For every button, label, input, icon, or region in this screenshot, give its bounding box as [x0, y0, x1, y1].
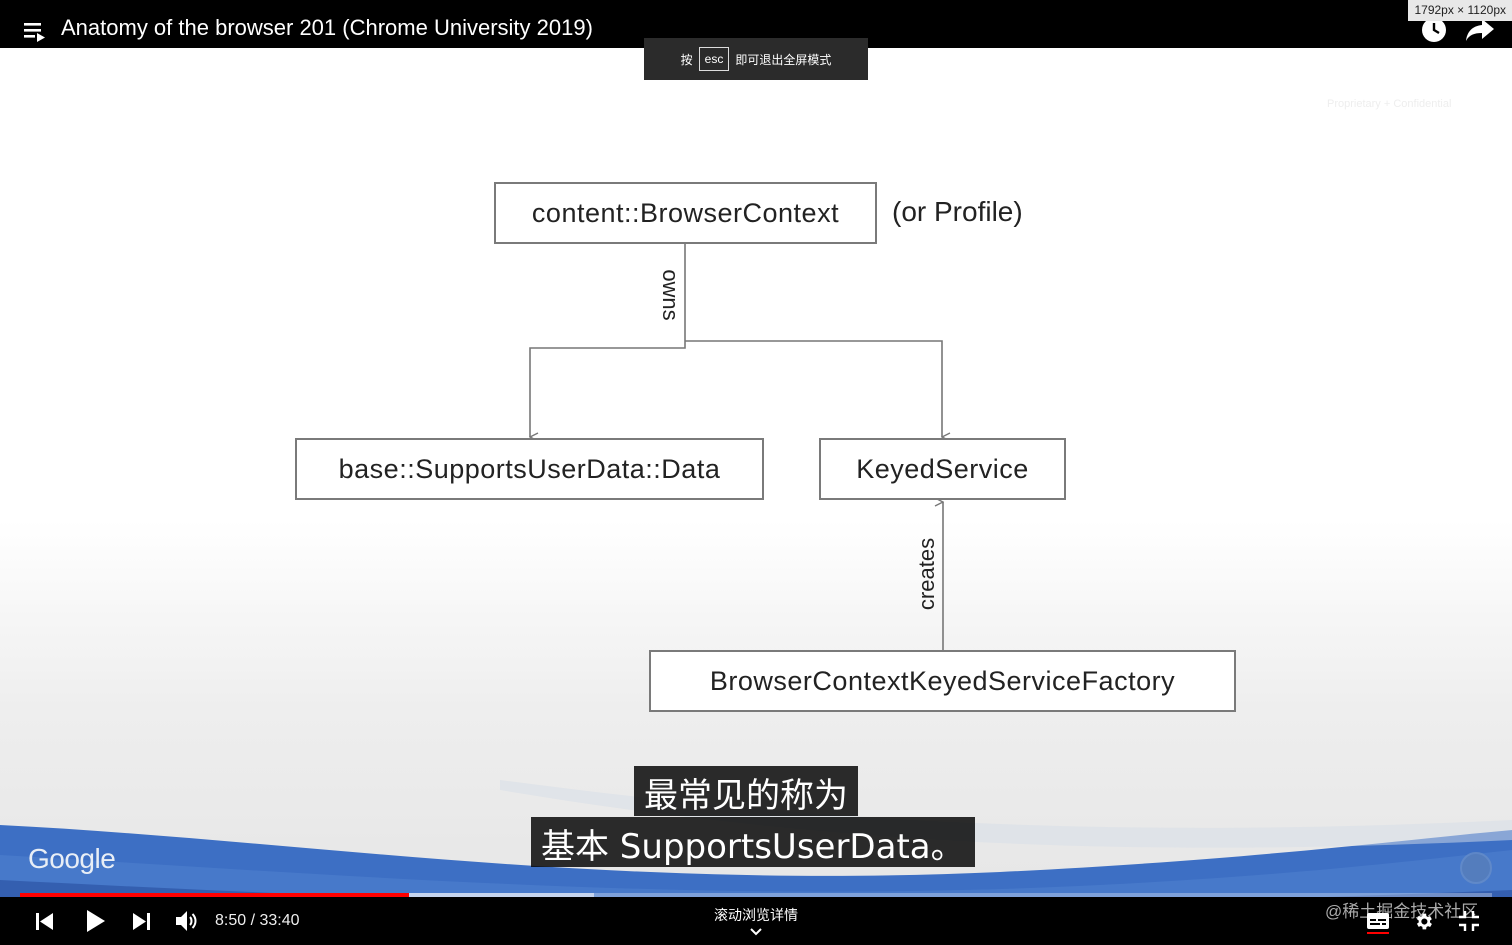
toast-prefix: 按 — [680, 52, 693, 67]
edge-owns-left — [530, 243, 686, 437]
time-display: 8:50 / 33:40 — [215, 912, 300, 929]
share-icon[interactable] — [1465, 18, 1495, 42]
next-icon[interactable] — [133, 913, 151, 930]
esc-key-badge: esc — [698, 47, 730, 71]
playlist-icon[interactable] — [24, 22, 46, 42]
play-icon[interactable] — [86, 910, 106, 932]
diagram-side-note: (or Profile) — [892, 196, 1023, 227]
chevron-down-icon[interactable] — [749, 927, 763, 937]
edge-label-owns: owns — [658, 269, 683, 321]
progress-bar[interactable] — [20, 893, 1492, 897]
progress-played — [20, 893, 409, 897]
scroll-for-details-label[interactable]: 滚动浏览详情 — [714, 907, 798, 923]
video-title[interactable]: Anatomy of the browser 201 (Chrome Unive… — [61, 15, 593, 40]
settings-gear-icon[interactable] — [1413, 911, 1434, 932]
fullscreen-exit-toast: 按 esc 即可退出全屏模式 — [644, 38, 868, 80]
watch-later-icon[interactable] — [1421, 17, 1447, 43]
toast-suffix: 即可退出全屏模式 — [735, 52, 832, 67]
node-keyed-service: KeyedService — [819, 438, 1066, 500]
chrome-logo-icon — [1460, 852, 1492, 884]
volume-icon[interactable] — [176, 911, 198, 931]
node-browser-context: content::BrowserContext — [494, 182, 877, 244]
subtitle-line-1: 最常见的称为 — [634, 766, 858, 816]
node-factory: BrowserContextKeyedServiceFactory — [649, 650, 1236, 712]
site-watermark: @稀土掘金技术社区 — [1325, 902, 1479, 921]
google-logo: Google — [28, 843, 116, 874]
edge-label-creates: creates — [914, 537, 939, 611]
previous-icon[interactable] — [36, 913, 54, 930]
node-supports-user-data: base::SupportsUserData::Data — [295, 438, 764, 500]
dimensions-badge: 1792px × 1120px — [1408, 0, 1512, 21]
player-controls: 8:50 / 33:40 滚动浏览详情 @稀土掘金技术社区 — [0, 897, 1512, 945]
subtitle-line-2: 基本 SupportsUserData。 — [531, 817, 975, 867]
subtitles-icon[interactable] — [1367, 912, 1389, 934]
edge-owns-right — [685, 340, 942, 437]
confidential-note: Proprietary + Confidential — [1327, 98, 1452, 110]
exit-fullscreen-icon[interactable] — [1459, 911, 1479, 931]
